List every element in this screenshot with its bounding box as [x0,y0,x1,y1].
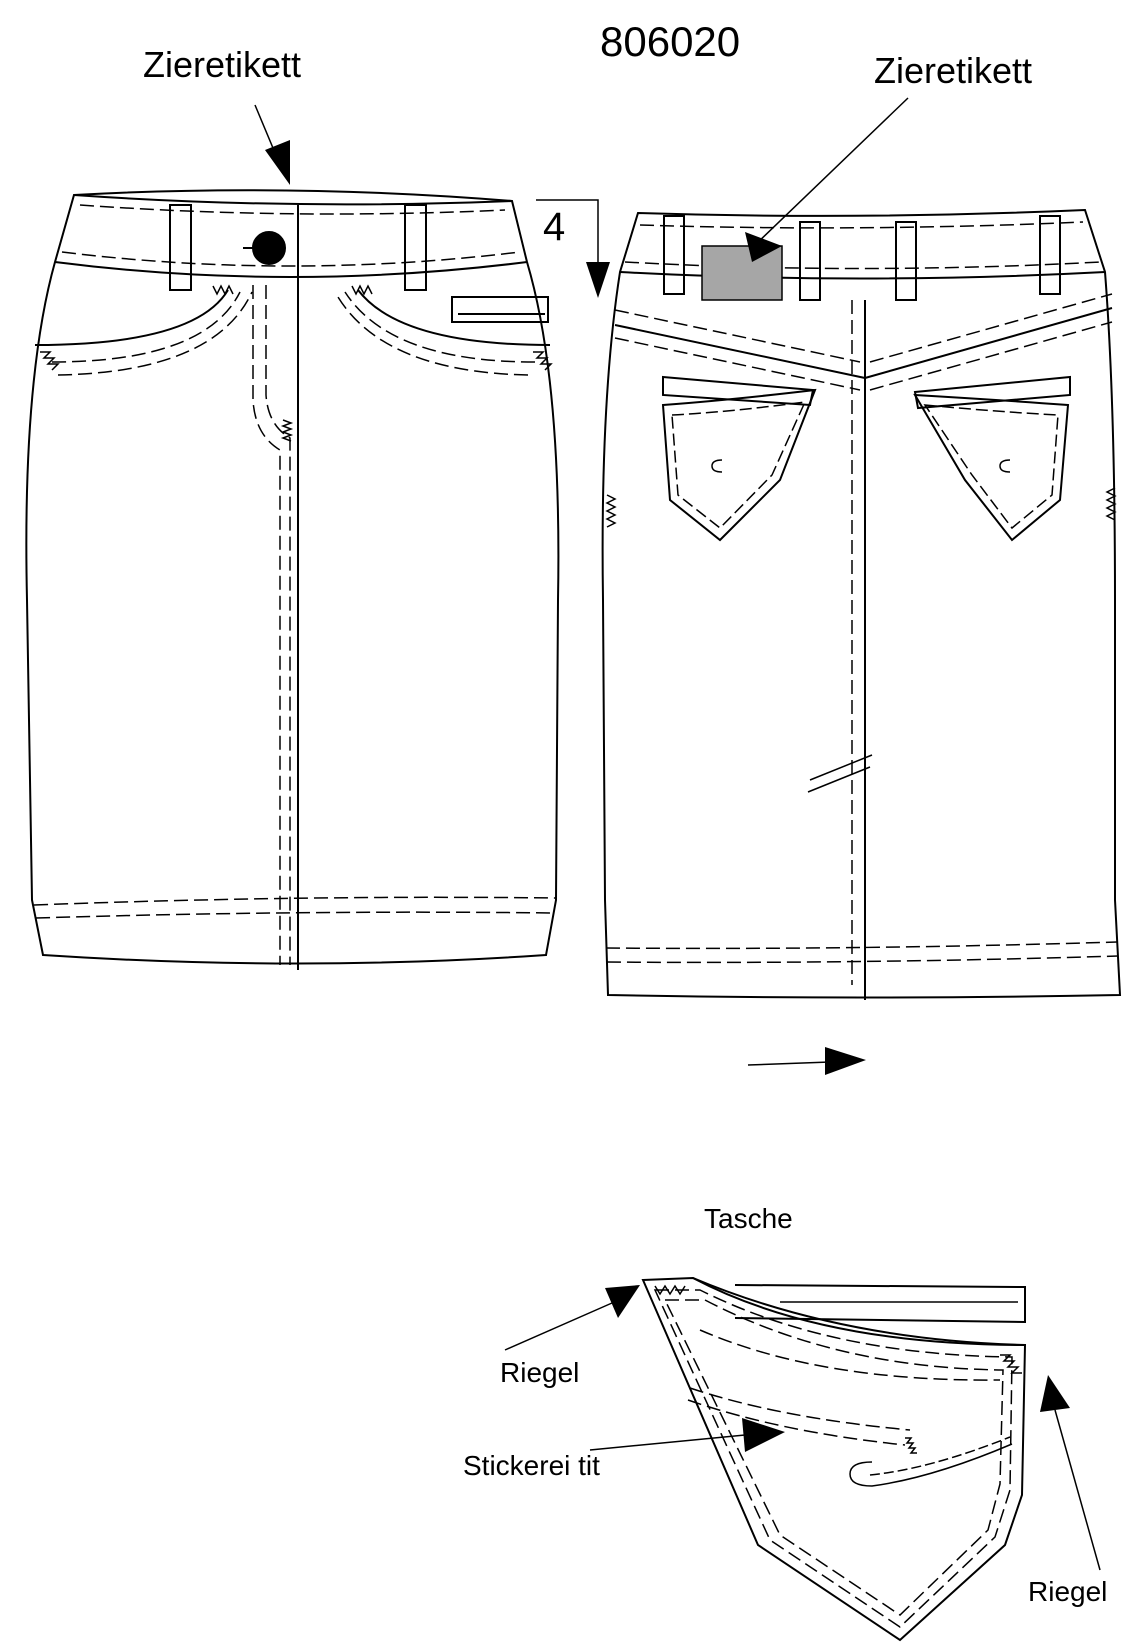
front-waistband-stitch [79,204,506,215]
back-pocket-left [661,375,817,542]
back-waistband-stitch-lower [624,261,1101,270]
callout-arrow-riegel-left [504,1285,640,1351]
back-skirt [601,208,1122,1000]
pocket-detail-flap-edge [692,1277,1026,1346]
back-hem-stitch-2 [606,955,1119,964]
callout-arrow-stickerei [589,1418,785,1452]
back-skirt-outline [601,208,1122,999]
back-belt-loop-2 [799,221,821,301]
back-hem-stitch-1 [605,941,1118,950]
pocket-detail-flap-stitch-1 [699,1329,1001,1381]
back-belt-loop-4 [1039,215,1061,295]
back-waistband-bottom [619,271,1106,280]
pocket-detail-bartack-right [1000,1354,1022,1374]
back-belt-loop-1 [663,215,685,295]
front-pocket-left [34,289,229,346]
back-yoke-left [614,324,866,379]
front-fly-stitch-inner [265,285,291,965]
front-fly-bartack [280,419,294,442]
front-pocket-left-stitch2 [57,291,253,376]
back-yoke-stitch-l1 [614,309,861,363]
callout-riegel-left: Riegel [500,1357,580,1388]
callout-riegel-right: Riegel [1028,1576,1108,1607]
front-pocket-right-stitch2 [334,291,529,376]
front-hem-stitch-2 [35,911,555,919]
front-pocket-right-stitch [344,291,536,363]
back-belt-loop-3 [895,221,917,301]
front-skirt [25,189,560,970]
front-skirt-outline [25,189,560,965]
pocket-detail-flap-stitch-2 [689,1387,911,1431]
pocket-detail-stitch-outer [653,1289,1013,1628]
style-number: 806020 [600,18,741,65]
front-bartack-right-top [351,284,373,296]
back-pocket-right [913,375,1071,542]
measure-bracket [536,199,610,298]
pocket-title: Tasche [704,1203,793,1234]
front-belt-loop-left [169,204,192,291]
pocket-detail-welt [734,1284,1026,1324]
back-slit-mark-2 [807,766,871,793]
back-yoke-right [864,307,1113,379]
pocket-detail-embroidery [849,1443,1013,1487]
pocket-detail-bartack-mid [905,1437,917,1454]
back-yoke-stitch-r2 [869,321,1113,391]
back-ziereticket-label: Zieretikett [874,50,1033,91]
callout-stickerei: Stickerei tit [463,1450,600,1481]
front-waistband-stitch-lower [61,251,521,267]
front-bartack-right-side [533,351,553,371]
direction-arrow [747,1047,866,1075]
pocket-detail-embroidery-2 [869,1436,1011,1476]
front-waistband-top [73,194,513,206]
front-ziereticket-label: Zieretikett [143,44,302,85]
pocket-detail [641,1276,1027,1642]
back-bartack-right [1105,487,1117,521]
front-label-arrow [254,104,290,185]
front-pocket-left-stitch [51,291,241,363]
front-bartack-left-top [212,284,234,296]
pocket-detail-bartack-left [654,1284,686,1296]
measure-value: 4 [543,205,566,249]
front-hem-stitch-1 [33,896,557,906]
front-waistband-bottom [54,261,528,278]
front-fly-stitch-outer [252,285,281,965]
pocket-detail-outline [641,1276,1027,1642]
back-slit-mark-1 [809,754,873,781]
back-decorative-label [701,245,783,301]
front-coin-pocket [451,296,549,323]
front-bartack-left-side [40,351,60,371]
pocket-detail-stitch-inner [663,1299,1004,1616]
front-pocket-right [357,289,551,346]
back-yoke-stitch-r1 [869,293,1113,363]
back-waistband-stitch [639,221,1084,229]
back-label-arrow [745,97,909,262]
callout-arrow-riegel-right [1040,1375,1101,1571]
back-yoke-stitch-l2 [614,337,861,391]
back-bartack-left [605,494,617,528]
front-belt-loop-right [404,204,427,291]
pocket-detail-flap-stitch-3 [687,1399,906,1446]
